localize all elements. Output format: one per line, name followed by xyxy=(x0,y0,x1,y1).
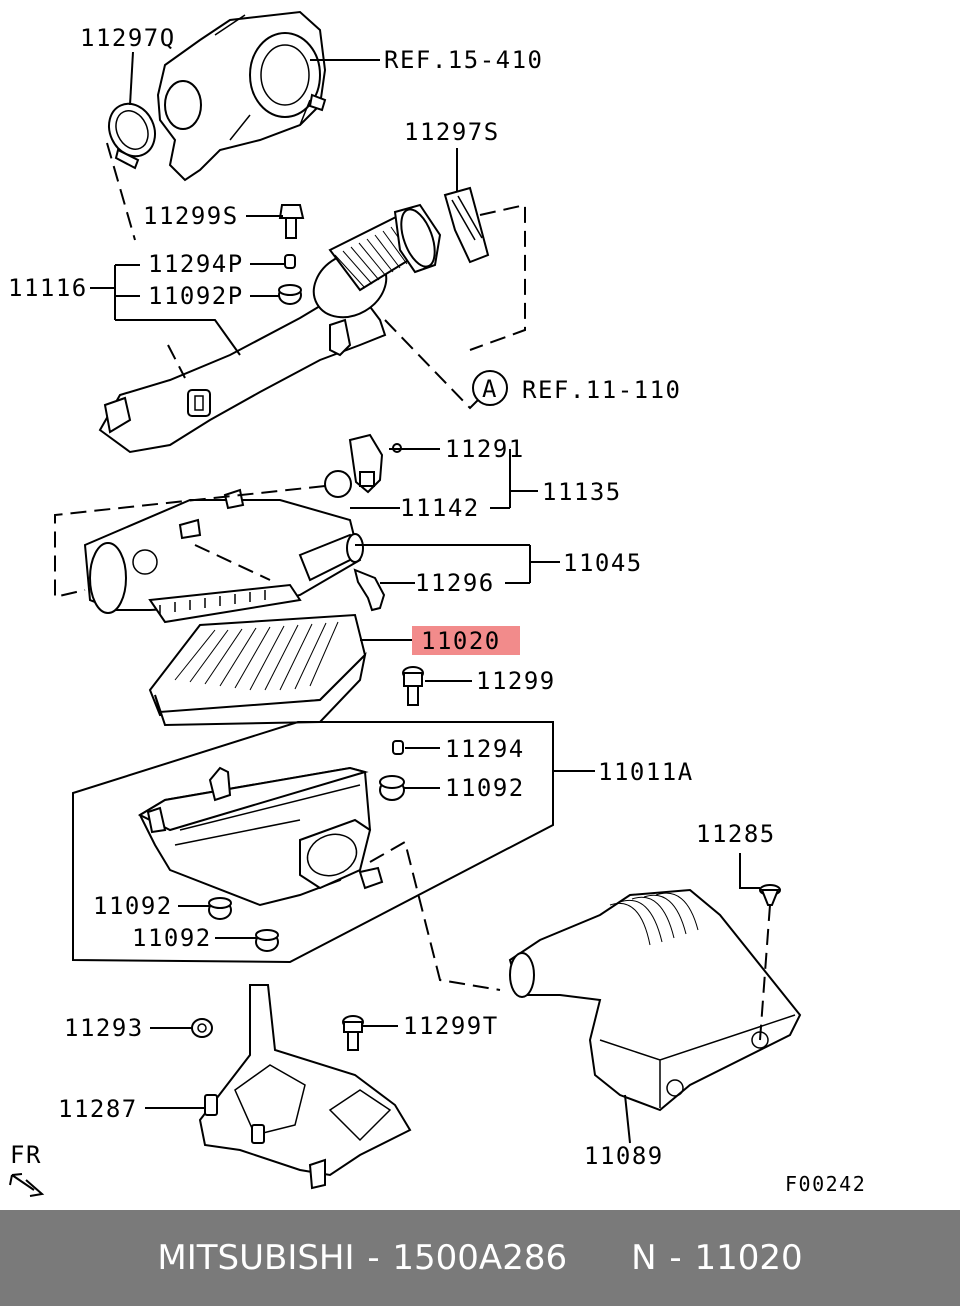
leader-lines xyxy=(129,51,760,1144)
bushing-11092P xyxy=(278,284,302,305)
filter-element-11020 xyxy=(148,613,367,727)
bracket-11287 xyxy=(198,984,412,1190)
label-11285: 11285 xyxy=(696,820,776,848)
clamp-11297S xyxy=(443,186,490,264)
label-11092-b: 11092 xyxy=(93,892,173,920)
label-11045: 11045 xyxy=(563,549,643,577)
sensor-11135 xyxy=(348,433,402,494)
label-11011A: 11011A xyxy=(598,758,694,786)
intake-duct xyxy=(508,888,802,1112)
label-11297S: 11297S xyxy=(404,118,500,146)
bolt-11299S xyxy=(278,204,305,239)
label-11294: 11294 xyxy=(445,735,525,763)
clamp-11297Q xyxy=(108,102,156,170)
label-11135: 11135 xyxy=(542,478,622,506)
clip-11285 xyxy=(759,884,781,906)
nut-11293 xyxy=(191,1018,213,1038)
label-11089: 11089 xyxy=(584,1142,664,1170)
bushing-11092-b xyxy=(208,897,232,920)
label-11291: 11291 xyxy=(445,435,525,463)
label-ref-15-410: REF.15-410 xyxy=(384,46,544,74)
grommet-11294P xyxy=(284,254,296,269)
label-ref-letter-a: A xyxy=(482,375,498,403)
intake-hose xyxy=(98,203,442,454)
label-11299: 11299 xyxy=(476,667,556,695)
parts-diagram: 11297Q REF.15-410 11297S 11299S 11294P 1… xyxy=(8,10,866,1197)
label-11297Q: 11297Q xyxy=(80,24,176,52)
footer-bar: MITSUBISHI - 1500A286 N - 11020 xyxy=(0,1210,960,1306)
assembly-lines xyxy=(54,142,771,1041)
label-11299S: 11299S xyxy=(143,202,239,230)
bolt-11299 xyxy=(402,666,424,706)
bolt-11299T xyxy=(342,1015,364,1051)
label-11092-c: 11092 xyxy=(132,924,212,952)
clamp-11296 xyxy=(353,568,386,612)
label-11142: 11142 xyxy=(400,494,480,522)
label-ref-11-110: REF.11-110 xyxy=(522,376,682,404)
footer-part-number: MITSUBISHI - 1500A286 N - 11020 xyxy=(157,1238,803,1278)
air-cleaner-upper xyxy=(83,488,364,624)
front-arrow-icon xyxy=(9,1173,45,1197)
bushing-11092 xyxy=(379,775,405,801)
highlight-box xyxy=(412,626,520,655)
figure-code: F00242 xyxy=(785,1172,866,1196)
label-11092P: 11092P xyxy=(148,282,244,310)
label-11020: 11020 xyxy=(421,627,501,655)
bushing-11092-c xyxy=(255,929,279,952)
label-fr: FR xyxy=(10,1141,42,1169)
oring-11142 xyxy=(324,470,352,498)
grommet-11294 xyxy=(392,740,404,755)
reference-circle xyxy=(472,370,508,406)
label-11116: 11116 xyxy=(8,274,88,302)
label-11293: 11293 xyxy=(64,1014,144,1042)
label-11287: 11287 xyxy=(58,1095,138,1123)
label-11296: 11296 xyxy=(415,569,495,597)
label-11299T: 11299T xyxy=(403,1012,499,1040)
air-cleaner-case xyxy=(137,766,384,907)
label-11092-a: 11092 xyxy=(445,774,525,802)
label-11294P: 11294P xyxy=(148,250,244,278)
turbo-assembly xyxy=(156,10,327,182)
